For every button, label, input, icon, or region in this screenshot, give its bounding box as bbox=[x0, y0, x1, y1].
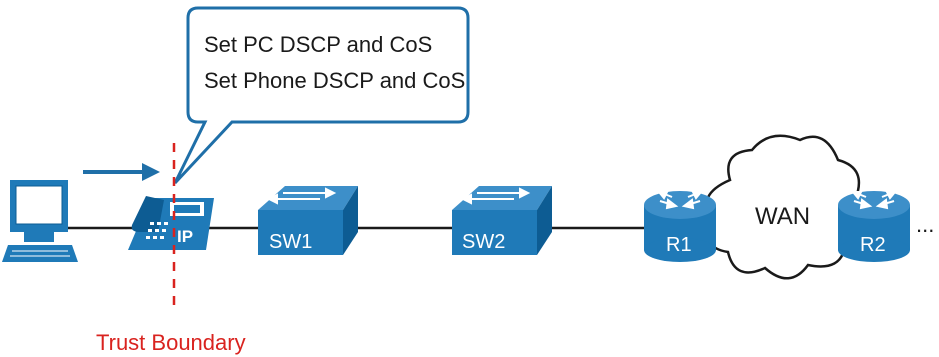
ip-phone-icon: IP bbox=[128, 196, 214, 250]
r2-label: R2 bbox=[860, 234, 886, 256]
callout-box: Set PC DSCP and CoS Set Phone DSCP and C… bbox=[173, 6, 470, 185]
wan-label: WAN bbox=[755, 203, 810, 230]
trust-boundary-label: Trust Boundary bbox=[96, 330, 246, 355]
pc-icon bbox=[2, 180, 78, 262]
r1-label: R1 bbox=[666, 234, 692, 256]
sw2-label: SW2 bbox=[462, 231, 505, 253]
phone-label: IP bbox=[177, 227, 193, 246]
callout-line-2: Set Phone DSCP and CoS bbox=[204, 68, 465, 93]
cloud-icon: WAN bbox=[705, 134, 863, 280]
continuation-ellipsis: ... bbox=[916, 212, 934, 237]
switch-icon-sw2: SW2 bbox=[452, 186, 552, 255]
arrow-icon bbox=[83, 163, 160, 181]
router-icon-r2: R2 bbox=[838, 191, 910, 262]
sw1-label: SW1 bbox=[269, 231, 312, 253]
switch-icon-sw1: SW1 bbox=[258, 186, 358, 255]
router-icon-r1: R1 bbox=[644, 191, 716, 262]
callout-line-1: Set PC DSCP and CoS bbox=[204, 32, 432, 57]
